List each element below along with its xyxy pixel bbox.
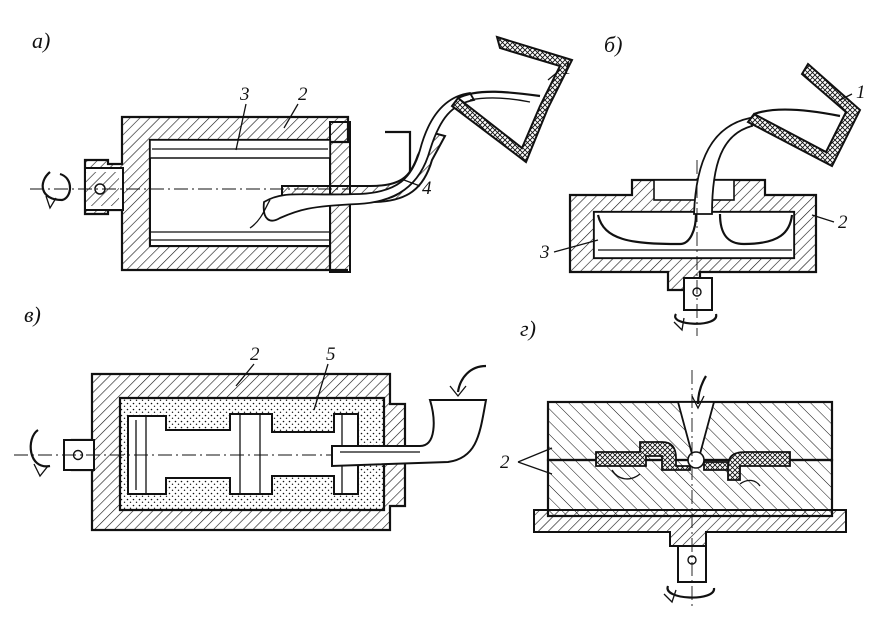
callout-b-3: 3 — [539, 242, 550, 263]
panel-v-label: в) — [24, 302, 41, 327]
callout-2: 2 — [298, 84, 308, 105]
rotation-arrow-g — [666, 585, 716, 599]
casting-right — [703, 451, 791, 481]
ladle-b — [746, 62, 862, 168]
panel-g: г) 2 — [500, 316, 847, 606]
pour-arrow-g — [696, 375, 707, 405]
shaft-b — [683, 277, 713, 311]
callout-3: 3 — [239, 84, 250, 105]
casting-left — [595, 441, 691, 471]
rotation-arrow-v — [29, 429, 51, 468]
panel-a-label: а) — [32, 28, 50, 53]
pouring-chute-v — [331, 399, 488, 468]
callout-4: 4 — [422, 178, 432, 199]
casting-profile — [127, 413, 359, 495]
callout-v-5: 5 — [326, 344, 336, 365]
panel-a: а) 3 2 1 4 — [30, 28, 574, 273]
callout-1: 1 — [562, 58, 572, 79]
panel-g-label: г) — [520, 316, 536, 341]
rotation-arrow — [41, 171, 72, 202]
metal-layer-bottom — [150, 231, 330, 241]
callout-b-2: 2 — [838, 212, 848, 233]
metal-fill — [596, 213, 794, 246]
callout-b-1: 1 — [856, 82, 866, 103]
pour-arrow — [456, 364, 487, 393]
panel-v: в) 2 5 — [14, 302, 488, 532]
panel-b-label: б) — [604, 32, 622, 57]
panel-b: б) 1 2 3 — [539, 32, 866, 336]
callout-v-2: 2 — [250, 344, 260, 365]
rotation-arrow-b — [674, 313, 718, 325]
callout-g-2: 2 — [500, 452, 510, 473]
spinning-table-g — [533, 509, 847, 547]
